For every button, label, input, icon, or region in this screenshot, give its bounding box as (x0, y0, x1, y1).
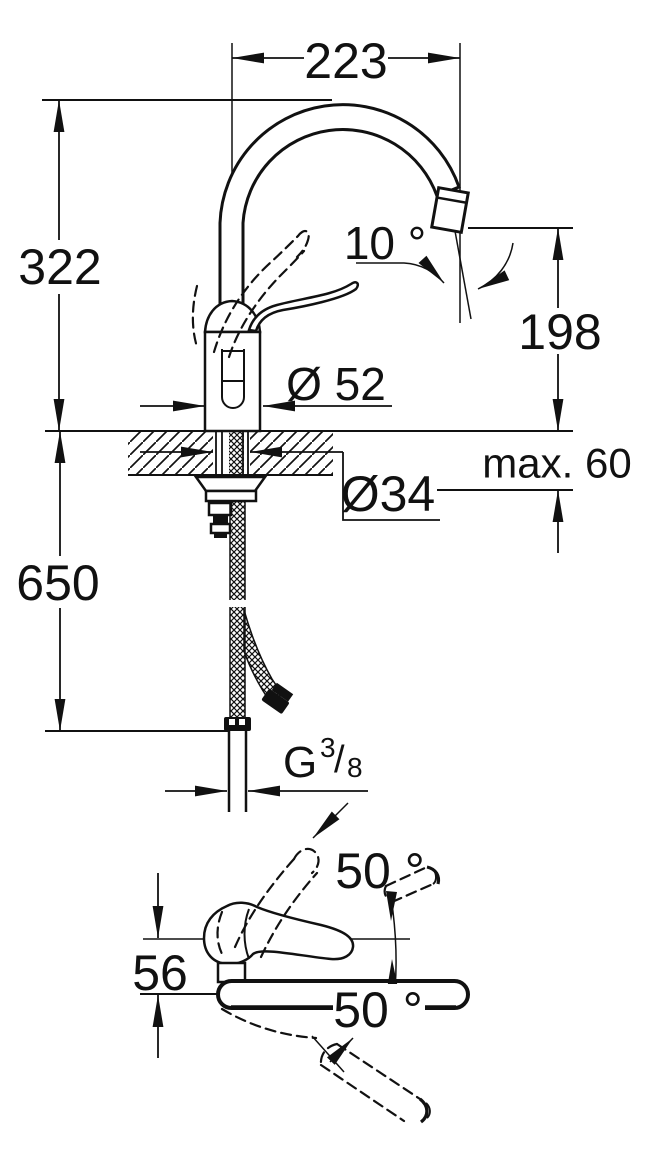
hose-end-nut (224, 717, 251, 731)
lever-raised-dashed (191, 230, 310, 359)
handle-tip-swung-dashed (383, 865, 441, 904)
countertop-hatch-right (250, 432, 333, 475)
tip-swung-edge-2 (390, 882, 435, 904)
countertop-section (128, 432, 333, 476)
front-view-dimensions: 223 322 650 198 max. 60 Ø 52 Ø34 10 ° G … (16, 33, 632, 797)
under-counter-assembly (193, 432, 294, 812)
dim-50-open-label: 50 ° (335, 843, 425, 899)
countertop-hatch-left (128, 432, 213, 475)
mounting-nut (204, 489, 258, 503)
outlet-axis-line (454, 230, 472, 320)
dim-d34-leader (342, 452, 440, 521)
branch-fitting-top (271, 682, 294, 702)
lever-handle (247, 281, 360, 333)
dim-10deg-leader-left (356, 255, 445, 284)
thread-numerator: 3 (320, 732, 336, 763)
body-slot-detail (221, 349, 245, 409)
dim-d52-label: Ø 52 (286, 358, 386, 410)
hose-end-notch-1 (229, 719, 235, 725)
fitting-block-4 (214, 533, 227, 538)
handle-lowered-end-arc-2 (425, 1102, 431, 1119)
dim-50-arc-arrow-down (386, 891, 397, 921)
dim-650-label: 650 (16, 555, 99, 611)
handle-lowered-through-arc (220, 1007, 318, 1040)
spout-tube (218, 103, 461, 338)
lever-raised-edge-1 (212, 234, 300, 354)
lever-raised-edge-2 (227, 249, 306, 359)
handle-lowered-dashed (319, 1042, 431, 1124)
mounting-flange (193, 475, 268, 493)
fitting-block-1 (207, 501, 233, 517)
tip-swung-end-arc-2 (432, 871, 438, 885)
flex-hose-lower (230, 607, 245, 718)
thread-letter: G (283, 738, 317, 787)
handle-raised-edge-2 (259, 871, 319, 959)
dim-50-swing-arrow (326, 1037, 354, 1065)
dim-50-swing-label: 50 ° (333, 982, 423, 1038)
spout-outlet (430, 185, 470, 235)
flex-hose-upper (230, 501, 245, 600)
faucet-front-view (191, 103, 472, 433)
handle-solid-profile (202, 901, 355, 966)
outlet-band (436, 196, 467, 204)
handle-lowered-end-arc-1 (418, 1097, 429, 1124)
tip-swung-edge-1 (384, 865, 429, 888)
handle-raised-dashed (216, 847, 320, 959)
dim-50-open-arrow (312, 802, 349, 839)
handle-detail-view: 56 50 ° 50 ° (132, 802, 470, 1124)
dim-thread-label: G 3 / 8 (283, 732, 363, 787)
thread-denominator: 8 (347, 752, 363, 783)
handle-lowered-edge-2 (319, 1063, 406, 1123)
handle-knob-contour (243, 908, 250, 960)
thread-slash: / (334, 739, 345, 781)
dim-223-label: 223 (304, 33, 387, 89)
dim-322-label: 322 (18, 239, 101, 295)
handle-raised-tip (292, 847, 320, 875)
branch-fitting-nut (261, 689, 289, 714)
fitting-block-3 (209, 522, 232, 535)
handle-lowered-edge-1 (335, 1042, 422, 1101)
lever-raised-tip (295, 230, 310, 259)
handle-raised-edge-1 (233, 857, 296, 949)
dim-56-label: 56 (132, 945, 188, 1001)
dim-max60-label: max. 60 (482, 440, 631, 487)
tip-swung-end-arc-1 (426, 865, 441, 885)
dim-10deg-leader-right (477, 242, 514, 290)
dim-50-swing-extension (311, 1035, 345, 1073)
hose-end-notch-2 (239, 719, 245, 725)
outlet-body (430, 185, 470, 235)
branch-hose-fitting (261, 682, 294, 714)
lever-swing-arc (191, 284, 199, 349)
label-mask (333, 984, 425, 1029)
dim-10deg-label: 10 ° (344, 217, 426, 269)
dim-50-arc-arrow-up (387, 959, 398, 989)
handle-raised-back-arc (216, 910, 224, 956)
dim-198-label: 198 (518, 304, 601, 360)
dim-d34-label: Ø34 (341, 466, 436, 522)
fitting-block-2 (213, 515, 228, 524)
